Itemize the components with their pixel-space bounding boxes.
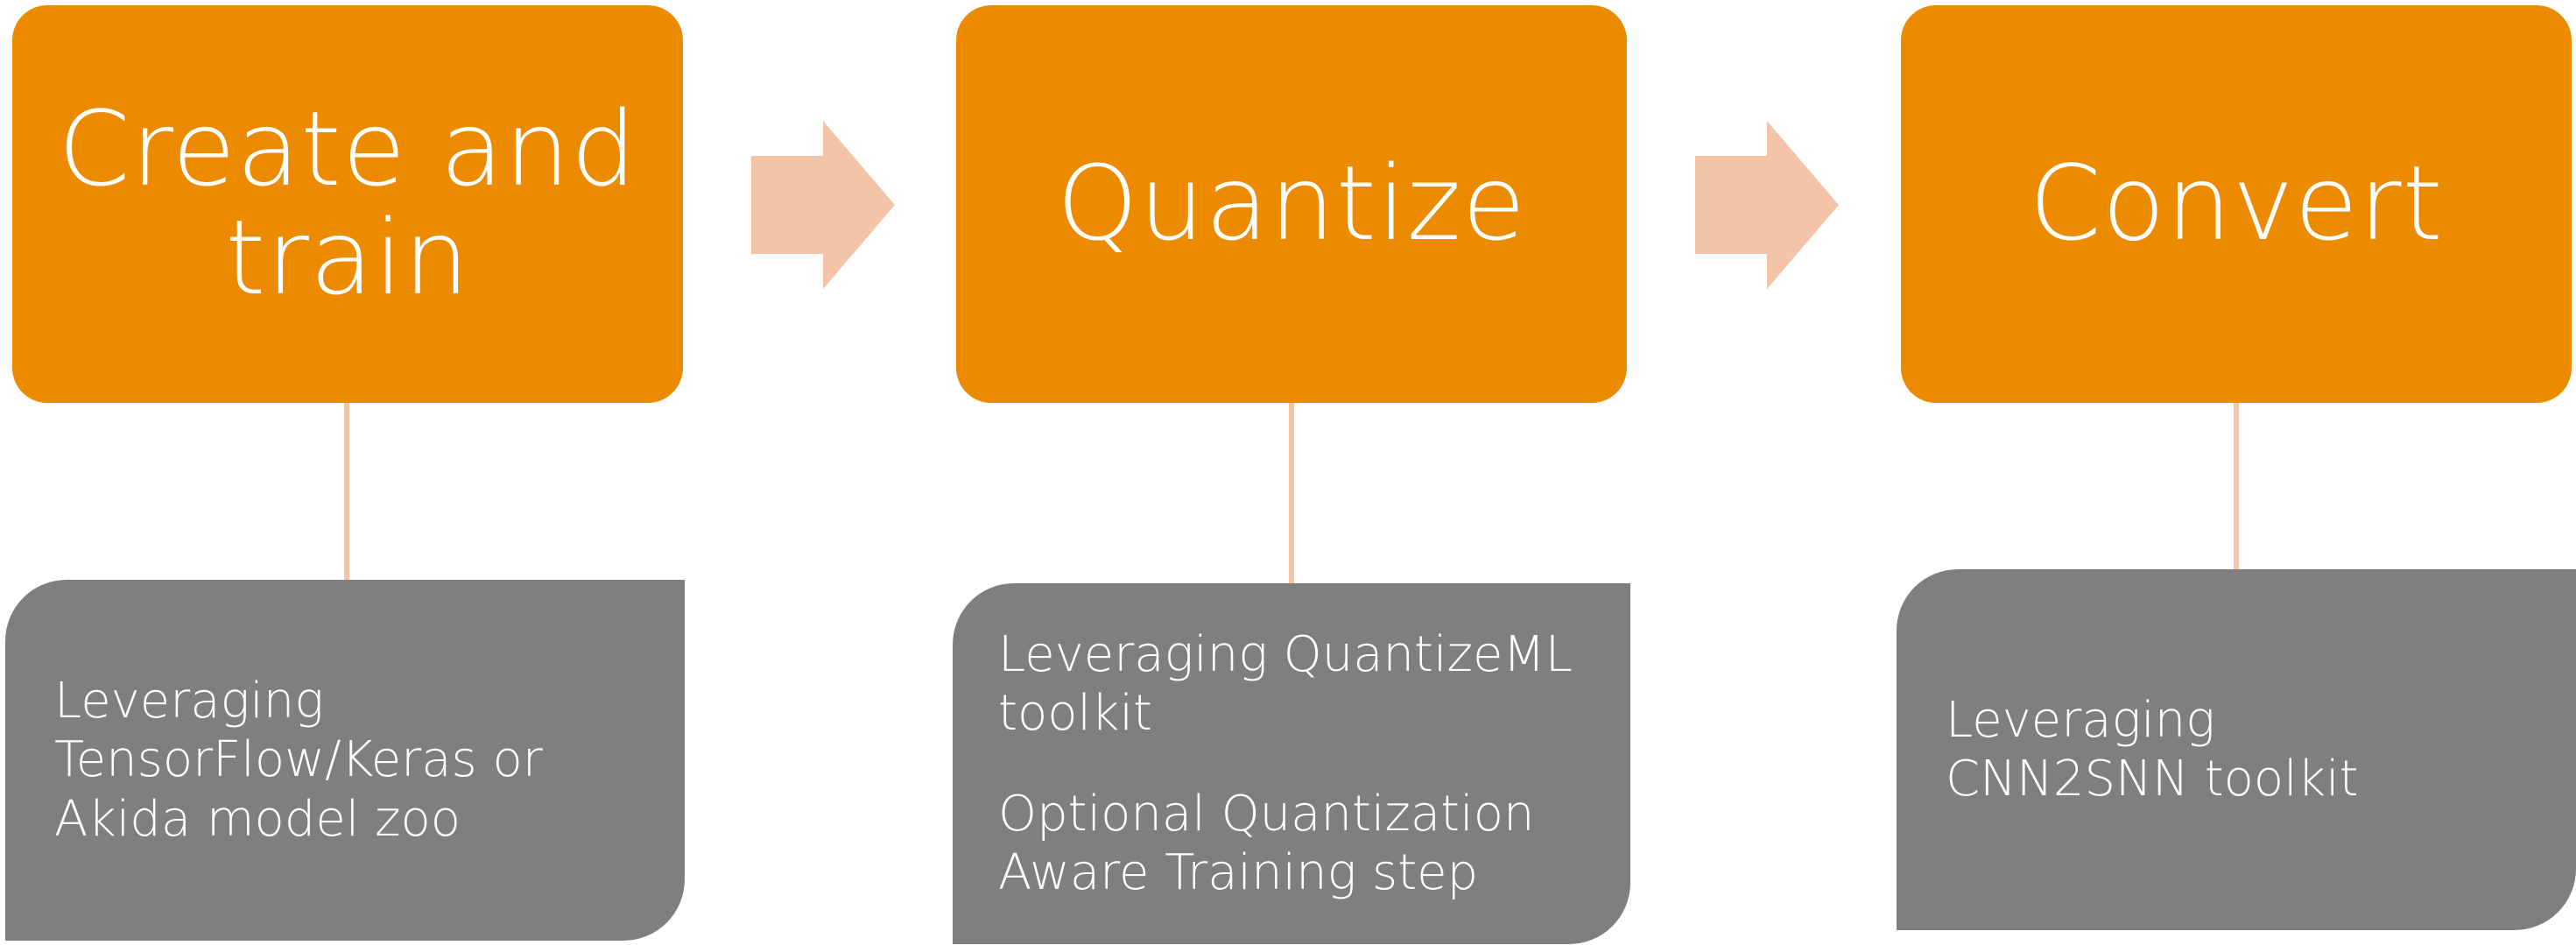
stage-title: Create and train [58, 95, 637, 313]
stage-title-line: train [225, 197, 470, 318]
stage-quantize: Quantize [956, 5, 1627, 403]
connector-line [2234, 403, 2239, 569]
connector-line [344, 403, 349, 580]
detail-paragraph: Leveraging CNN2SNN toolkit [1946, 691, 2576, 808]
detail-line: Leveraging [1946, 691, 2215, 749]
stage-title-line: Convert [2029, 143, 2444, 264]
stage-convert: Convert [1901, 5, 2572, 403]
stage-title: Convert [2029, 143, 2444, 264]
arrow-right-icon [751, 121, 895, 289]
connector-line [1289, 403, 1294, 583]
detail-box-convert: Leveraging CNN2SNN toolkit [1897, 569, 2576, 930]
detail-line: toolkit [998, 684, 1152, 742]
detail-box-create-and-train: Leveraging TensorFlow/Keras or Akida mod… [5, 580, 685, 941]
paragraph-gap [998, 743, 1630, 785]
detail-line: Leveraging [54, 673, 324, 730]
stage-title-line: Quantize [1056, 143, 1527, 264]
stage-create-and-train: Create and train [12, 5, 683, 403]
detail-line: TensorFlow/Keras or [54, 731, 543, 789]
detail-box-quantize: Leveraging QuantizeML toolkit Optional Q… [953, 583, 1630, 944]
detail-line: Leveraging QuantizeML [998, 625, 1573, 683]
detail-line: Aware Training step [998, 844, 1479, 902]
stage-title-line: Create and [58, 88, 637, 210]
arrow-right-icon [1695, 121, 1839, 289]
detail-paragraph: Leveraging QuantizeML toolkit [998, 625, 1630, 743]
detail-line: Optional Quantization [998, 786, 1535, 843]
detail-line: Akida model zoo [54, 790, 461, 848]
detail-paragraph: Optional Quantization Aware Training ste… [998, 785, 1630, 902]
stage-title: Quantize [1056, 143, 1527, 264]
detail-line: CNN2SNN toolkit [1946, 751, 2359, 807]
detail-paragraph: Leveraging TensorFlow/Keras or Akida mod… [54, 672, 685, 849]
